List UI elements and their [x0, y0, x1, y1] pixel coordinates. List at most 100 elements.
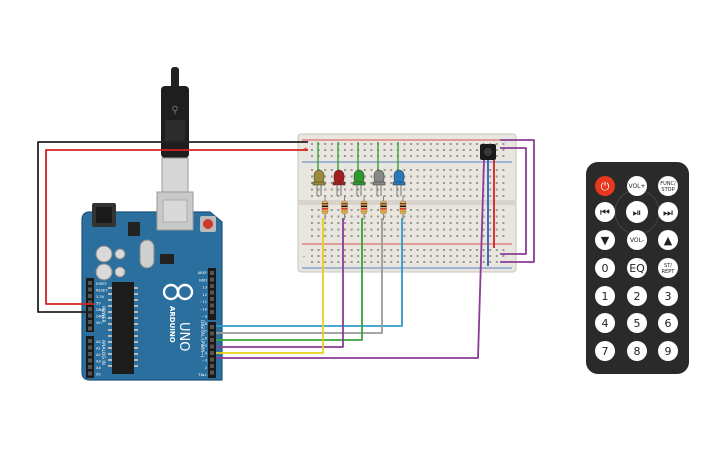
header-pin[interactable] [88, 320, 92, 324]
header-pin[interactable] [210, 370, 214, 375]
header-pin[interactable] [88, 339, 92, 343]
breadboard-hole [449, 209, 452, 211]
breadboard-hole [469, 215, 472, 218]
header-pin[interactable] [88, 300, 92, 305]
led-gray[interactable] [372, 169, 386, 196]
led-yellow[interactable] [312, 169, 326, 196]
func-stop-button[interactable]: FUNC/STOP [658, 176, 678, 196]
next-button[interactable]: ⏭ [658, 202, 678, 222]
power-button[interactable]: ⏻ [595, 176, 615, 196]
breadboard-hole [495, 249, 498, 251]
header-pin[interactable] [88, 371, 92, 376]
breadboard-hole [456, 249, 459, 251]
wire-purple-right-1[interactable] [500, 139, 535, 263]
wire-purple-pin[interactable] [216, 218, 344, 348]
resistor-2[interactable] [341, 196, 348, 220]
header-pin[interactable] [210, 338, 214, 342]
breadboard-hole [324, 149, 327, 151]
breadboard-hole [502, 228, 505, 231]
header-pin[interactable] [210, 303, 214, 308]
breadboard-hole [337, 261, 340, 263]
breadboard-hole [396, 249, 399, 251]
header-pin[interactable] [88, 313, 92, 318]
digit-0-button[interactable]: 0 [595, 258, 615, 278]
header-pin[interactable] [210, 271, 214, 275]
breadboard-hole [350, 175, 353, 178]
led-green[interactable] [352, 169, 366, 196]
vol-up-button[interactable]: VOL+ [627, 176, 647, 196]
header-pin[interactable] [88, 352, 92, 356]
header-pin[interactable] [88, 365, 92, 369]
breadboard-hole [443, 249, 445, 251]
resistor-4[interactable] [380, 196, 387, 220]
usb-cable[interactable]: ⚲ [161, 67, 189, 193]
digit-8-button[interactable]: 8 [627, 341, 647, 361]
header-pin[interactable] [210, 357, 214, 362]
breadboard-hole [436, 149, 439, 151]
header-pin[interactable] [210, 290, 214, 295]
header-pin[interactable] [88, 345, 92, 350]
breadboard-hole [482, 215, 485, 218]
header-pin[interactable] [88, 307, 92, 311]
digit-6-button[interactable]: 6 [658, 313, 678, 333]
vol-down-button[interactable]: VOL- [627, 230, 647, 250]
breadboard-hole [495, 195, 498, 197]
header-pin[interactable] [210, 331, 214, 336]
wire-black-gnd[interactable] [37, 141, 308, 313]
chip-pin [108, 353, 112, 355]
wire-blue-pin[interactable] [216, 218, 403, 327]
header-pin[interactable] [210, 325, 214, 329]
digit-4-button[interactable]: 4 [595, 313, 615, 333]
wire-purple-right-2[interactable] [500, 147, 527, 255]
breadboard-hole [337, 209, 340, 211]
wire-red-5v[interactable] [45, 149, 308, 305]
digit-1-button[interactable]: 1 [595, 286, 615, 306]
wire-yellow-pin[interactable] [216, 218, 324, 354]
header-pin[interactable] [210, 277, 214, 282]
power-jack-hole [96, 207, 112, 223]
breadboard-hole [462, 149, 465, 151]
resistor-3[interactable] [360, 196, 368, 220]
breadboard[interactable]: + - [297, 133, 517, 273]
resistor-1[interactable] [321, 196, 329, 220]
arduino-uno-board[interactable]: ARDUINO UNO POWER ANALOG IN DIGITAL (PWM… [81, 191, 223, 385]
breadboard-hole [350, 222, 353, 224]
play-pause-button[interactable]: ⏯ [626, 201, 648, 223]
digit-3-button[interactable]: 3 [658, 286, 678, 306]
st-rept-button[interactable]: ST/REPT [658, 258, 678, 278]
header-pin[interactable] [88, 287, 92, 292]
remote-button-label: 8 [634, 345, 641, 358]
header-pin[interactable] [210, 351, 214, 355]
header-pin[interactable] [88, 294, 92, 298]
digit-2-button[interactable]: 2 [627, 286, 647, 306]
down-button[interactable]: ▼ [595, 230, 615, 250]
digit-9-button[interactable]: 9 [658, 341, 678, 361]
led-blue[interactable] [392, 169, 406, 196]
header-pin[interactable] [88, 281, 92, 285]
up-button[interactable]: ▲ [658, 230, 678, 250]
digit-5-button[interactable]: 5 [627, 313, 647, 333]
breadboard-hole [324, 255, 327, 257]
header-pin[interactable] [210, 284, 214, 288]
breadboard-hole [495, 175, 498, 178]
digit-7-button[interactable]: 7 [595, 341, 615, 361]
breadboard-hole [337, 188, 340, 191]
ir-receiver[interactable] [480, 144, 496, 160]
header-pin[interactable] [88, 326, 92, 331]
eq-button[interactable]: EQ [627, 258, 647, 278]
wire-purple-ir-signal[interactable] [216, 159, 485, 359]
reset-button-cap[interactable] [203, 219, 213, 229]
header-pin[interactable] [210, 344, 214, 349]
breadboard-hole [476, 143, 478, 145]
breadboard-hole [443, 215, 445, 218]
led-red[interactable] [332, 169, 346, 196]
wire-green-pin[interactable] [216, 218, 363, 341]
wire-gray-pin[interactable] [216, 218, 383, 334]
header-pin[interactable] [210, 297, 214, 301]
header-pin[interactable] [210, 364, 214, 368]
header-pin[interactable] [210, 310, 214, 314]
resistor-5[interactable] [399, 196, 407, 220]
header-pin[interactable] [88, 358, 92, 363]
prev-button[interactable]: ⏮ [595, 202, 615, 222]
